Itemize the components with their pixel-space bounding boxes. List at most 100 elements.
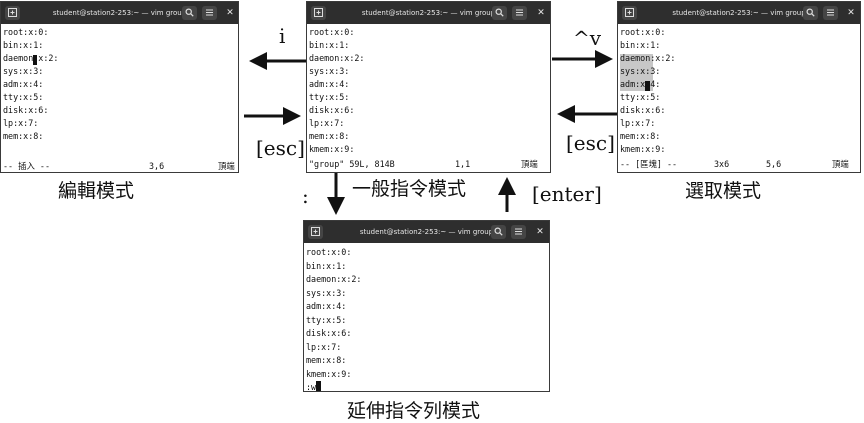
key-label-i: i xyxy=(279,24,286,48)
buffer-line: lp:x:7: xyxy=(306,341,342,352)
menu-button[interactable] xyxy=(512,6,527,20)
vim-buffer[interactable]: root:x:0: bin:x:1: daemon:x:2: sys:x:3: … xyxy=(1,24,238,172)
buffer-line: bin:x:1: xyxy=(620,40,661,50)
vim-buffer[interactable]: root:x:0: bin:x:1: daemon:x:2: sys:x:3: … xyxy=(307,24,550,172)
selection-size: 3x6 xyxy=(714,159,730,169)
hamburger-menu-icon xyxy=(206,9,213,16)
search-icon xyxy=(495,8,504,17)
key-label-enter: [enter] xyxy=(532,182,602,206)
buffer-line: adm:x:4: xyxy=(306,301,347,311)
search-icon xyxy=(494,227,503,236)
buffer-line: disk:x:6: xyxy=(306,328,352,338)
hamburger-menu-icon xyxy=(827,9,834,16)
key-label-colon: : xyxy=(302,184,309,208)
window-title: student@station2-253:~ — vim group xyxy=(672,9,806,17)
close-button[interactable]: ✕ xyxy=(537,8,545,18)
window-titlebar: student@station2-253:~ — vim group ✕ xyxy=(304,221,549,243)
cursor-position: 3,6 xyxy=(149,161,165,171)
search-icon xyxy=(185,8,194,17)
window-titlebar: student@station2-253:~ — vim group ✕ xyxy=(618,2,860,24)
new-tab-button[interactable] xyxy=(5,6,20,20)
buffer-line: disk:x:6: xyxy=(3,105,49,115)
hamburger-menu-icon xyxy=(516,9,523,16)
close-button[interactable]: ✕ xyxy=(536,227,544,237)
window-title: student@station2-253:~ — vim group xyxy=(361,9,496,17)
buffer-line: kmem:x:9: xyxy=(620,144,666,154)
caption-cmdline-mode: 延伸指令列模式 xyxy=(347,400,481,422)
close-button[interactable]: ✕ xyxy=(847,8,855,18)
normal-mode-terminal-window: student@station2-253:~ — vim group ✕ roo… xyxy=(306,1,551,173)
buffer-line: adm:x:4: xyxy=(309,79,350,89)
buffer-line: daemon:x:2: xyxy=(309,53,365,63)
new-tab-icon xyxy=(625,8,634,17)
key-label-esc-left: [esc] xyxy=(256,136,305,160)
vim-status-line: -- [區塊] -- 3x6 5,6 頂端 xyxy=(620,158,857,172)
menu-button[interactable] xyxy=(511,225,526,239)
new-tab-icon xyxy=(8,8,17,17)
buffer-line: lp:x:7: xyxy=(309,118,345,128)
window-title: student@station2-253:~ — vim group xyxy=(359,228,494,236)
key-label-esc-right: [esc] xyxy=(566,131,615,155)
new-tab-button[interactable] xyxy=(311,6,326,20)
new-tab-button[interactable] xyxy=(308,225,323,239)
search-icon xyxy=(806,8,815,17)
menu-button[interactable] xyxy=(202,6,217,20)
menu-button[interactable] xyxy=(823,6,838,20)
buffer-line: root:x:0: xyxy=(306,247,352,257)
caption-edit-mode: 編輯模式 xyxy=(58,180,135,202)
buffer-line: sys:x:3: xyxy=(3,66,44,76)
mode-indicator: -- 插入 -- xyxy=(3,161,51,171)
buffer-line: tty:x:5: xyxy=(309,92,350,102)
scroll-indicator: 頂端 xyxy=(521,159,538,169)
buffer-line: kmem:x:9: xyxy=(306,368,352,379)
cursor-position: 5,6 xyxy=(766,159,782,169)
caption-normal-mode: 一般指令模式 xyxy=(352,178,467,200)
cursor-position: 1,1 xyxy=(455,159,471,169)
buffer-line: kmem:x:9: xyxy=(309,144,355,154)
close-button[interactable]: ✕ xyxy=(226,8,234,18)
buffer-line: root:x:0: xyxy=(309,27,355,37)
new-tab-icon xyxy=(311,227,320,236)
search-button[interactable] xyxy=(491,225,506,239)
edit-mode-terminal-window: student@station2-253:~ — vim group ✕ roo… xyxy=(0,1,239,173)
buffer-line: lp:x:7: xyxy=(3,118,39,128)
file-info: "group" 59L, 814B xyxy=(309,159,395,169)
buffer-line: sys:x:3: xyxy=(306,287,347,298)
command-line-input[interactable]: :w xyxy=(306,381,322,391)
scroll-indicator: 頂端 xyxy=(218,161,235,171)
insert-cursor xyxy=(33,55,37,65)
search-button[interactable] xyxy=(803,6,818,20)
buffer-line: bin:x:1: xyxy=(3,40,44,50)
search-button[interactable] xyxy=(492,6,507,20)
hamburger-menu-icon xyxy=(515,228,522,235)
new-tab-button[interactable] xyxy=(622,6,637,20)
buffer-line: daemon:x:2: xyxy=(306,274,362,284)
window-title: student@station2-253:~ — vim group xyxy=(52,9,187,17)
mode-indicator: -- [區塊] -- xyxy=(620,159,678,169)
buffer-line: disk:x:6: xyxy=(309,105,355,115)
buffer-line: tty:x:5: xyxy=(306,314,347,325)
buffer-line: mem:x:8: xyxy=(309,131,350,141)
buffer-line: lp:x:7: xyxy=(620,118,656,128)
block-cursor xyxy=(645,81,650,91)
vim-buffer[interactable]: root:x:0: bin:x:1: daemon:x:2: sys:x:3: … xyxy=(618,24,860,172)
window-titlebar: student@station2-253:~ — vim group ✕ xyxy=(307,2,550,24)
buffer-line: root:x:0: xyxy=(620,27,666,37)
buffer-line: sys:x:3: xyxy=(309,66,350,76)
caption-visual-mode: 選取模式 xyxy=(685,180,762,202)
buffer-line: adm:x:4: xyxy=(620,79,661,89)
vim-status-line: -- 插入 -- 3,6 頂端 xyxy=(3,160,235,172)
buffer-line: mem:x:8: xyxy=(3,131,44,141)
buffer-line: bin:x:1: xyxy=(306,260,347,271)
buffer-line: tty:x:5: xyxy=(620,92,661,102)
buffer-line: daemon:x:2: xyxy=(620,53,676,63)
key-label-ctrl-v: ^v xyxy=(573,26,602,50)
scroll-indicator: 頂端 xyxy=(832,159,849,169)
vim-buffer[interactable]: root:x:0: bin:x:1: daemon:x:2: sys:x:3: … xyxy=(304,243,549,391)
vim-status-line: "group" 59L, 814B 1,1 頂端 xyxy=(309,158,547,172)
window-titlebar: student@station2-253:~ — vim group ✕ xyxy=(1,2,238,24)
new-tab-icon xyxy=(314,8,323,17)
buffer-line: root:x:0: xyxy=(3,27,49,37)
buffer-line-cursor: daemon:x:2: xyxy=(3,52,58,65)
search-button[interactable] xyxy=(182,6,197,20)
